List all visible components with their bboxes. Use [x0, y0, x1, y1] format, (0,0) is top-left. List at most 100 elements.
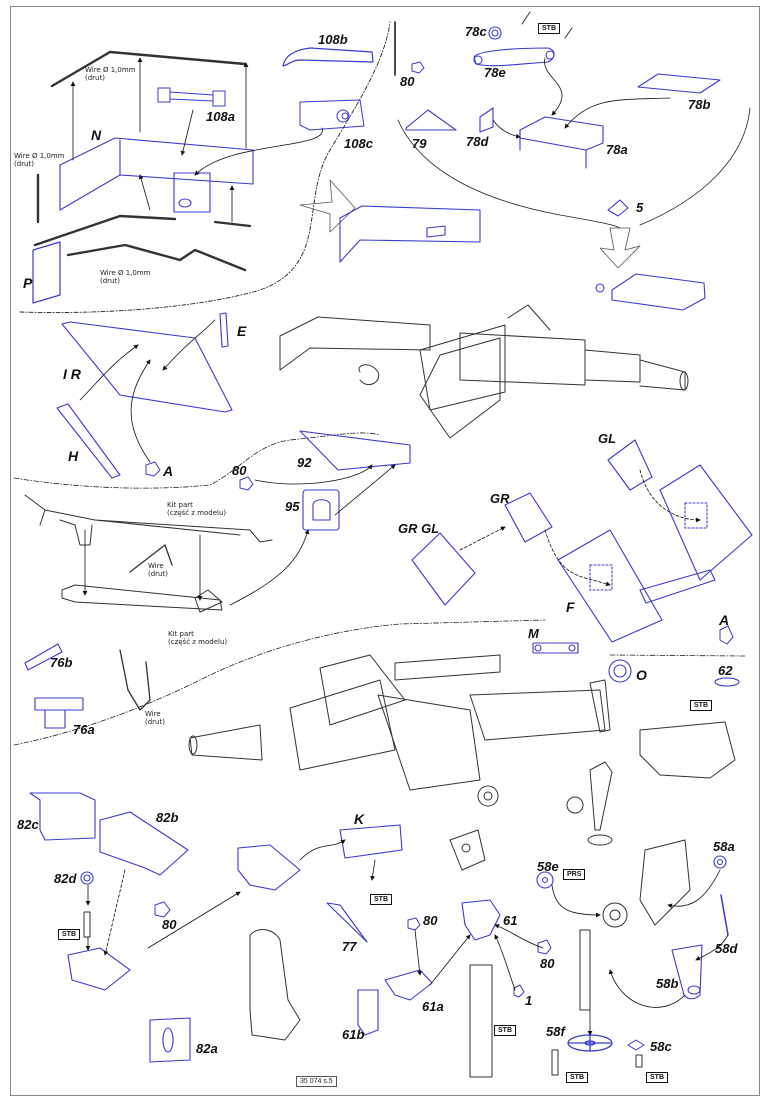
kit-part-note-a: Kit part(część z modelu) — [167, 501, 226, 517]
label-82c: 82c — [17, 817, 39, 832]
shield-subassembly — [339, 205, 481, 263]
part-58d-pin — [720, 894, 729, 936]
part-58a-washer — [713, 855, 727, 869]
ammo-basket — [639, 721, 736, 779]
wire-note-bottom: Wire Ø 1,0mm(drut) — [100, 269, 150, 285]
stb-tag-K: STB — [370, 894, 392, 905]
section-divider-top-left — [19, 21, 396, 313]
label-1: 1 — [525, 993, 533, 1008]
assembled-78-unit — [595, 273, 706, 311]
label-GRGL: GR GL — [398, 521, 440, 536]
wire-note-text: (drut) — [148, 570, 168, 579]
assembly-arrows-mg — [82, 529, 310, 606]
label-82d: 82d — [54, 871, 77, 886]
part-79-bracket — [405, 109, 457, 131]
label-80-r: 80 — [423, 913, 438, 928]
part-80-nut-top — [411, 61, 425, 74]
label-80-low: 80 — [162, 917, 177, 932]
part-1-nut — [513, 984, 525, 998]
wire-note-text: Wire — [145, 710, 161, 718]
label-58e: 58e — [537, 859, 559, 874]
wire-note-text: Wire — [148, 562, 164, 570]
part-O-washer — [608, 659, 632, 683]
label-108a: 108a — [206, 109, 235, 124]
kit-part-text: Kit part — [168, 630, 194, 638]
part-78b-plate — [637, 73, 721, 94]
elevation-shaft — [579, 929, 591, 1011]
label-A-left: A — [163, 463, 174, 479]
part-82b-plate — [99, 811, 189, 876]
part-82d-washer — [80, 871, 94, 885]
part-80-nut-mid — [239, 476, 254, 491]
part-58e-knob — [536, 871, 554, 889]
label-5: 5 — [636, 200, 644, 215]
kit-part-text: (część z modelu) — [167, 509, 227, 518]
traverse-handwheel-assembly — [566, 761, 613, 846]
part-80-nut-low — [154, 901, 171, 918]
label-82b: 82b — [156, 810, 179, 825]
part-82a-block — [149, 1017, 191, 1063]
part-M-bar — [532, 642, 579, 654]
label-K: K — [354, 811, 365, 827]
part-80-nut-r — [407, 917, 421, 931]
label-58c: 58c — [650, 1039, 672, 1054]
assembly-arrows-K — [299, 839, 544, 991]
wire-note-top: Wire Ø 1,0mm(drut) — [85, 66, 135, 82]
kit-part-text: (część z modelu) — [168, 638, 228, 647]
wire-note-text: (drut) — [145, 718, 165, 727]
part-78a-box — [519, 116, 604, 169]
wire-rod-bottom — [33, 214, 247, 272]
part-K-plate — [339, 824, 403, 859]
gun-cradle-upper — [279, 304, 689, 439]
label-GL-top: GL — [598, 431, 617, 446]
label-M: M — [528, 626, 539, 641]
part-61b-plate — [357, 989, 379, 1036]
part-108b — [282, 47, 374, 67]
label-O: O — [636, 667, 647, 683]
label-78e: 78e — [484, 65, 506, 80]
label-76b: 76b — [50, 655, 73, 670]
label-80-mid: 80 — [232, 463, 247, 478]
gun-cradle-tray — [61, 584, 223, 613]
part-80-nut-r2 — [537, 939, 552, 955]
label-IR: I R — [63, 366, 81, 382]
label-95: 95 — [285, 499, 300, 514]
label-78b: 78b — [688, 97, 711, 112]
page-code: 35 074 s.5 — [296, 1076, 337, 1087]
label-F: F — [566, 599, 575, 615]
big-arrow-right — [599, 227, 641, 269]
label-78c: 78c — [465, 24, 487, 39]
part-GR-block — [504, 492, 553, 543]
label-78d: 78d — [466, 134, 489, 149]
label-P: P — [23, 275, 33, 291]
stb-tag-58f: STB — [566, 1072, 588, 1083]
label-61a: 61a — [422, 999, 444, 1014]
part-GL-block — [607, 439, 653, 491]
pivot-mount — [449, 829, 486, 871]
part-61-bracket — [461, 899, 501, 941]
part-62-clip — [714, 677, 740, 687]
instruction-sheet — [10, 6, 760, 1096]
part-76a-bracket — [34, 697, 84, 729]
stb-tag-62: STB — [690, 700, 712, 711]
part-77-plate — [326, 902, 368, 943]
wire-rod-short — [213, 220, 252, 228]
part-61a-plate — [384, 969, 433, 1001]
wire-loop-a — [129, 544, 173, 573]
wire-note-text: (drut) — [100, 277, 120, 286]
assembly-arrows-top-left — [70, 57, 323, 223]
assembly-arrows-82 — [85, 869, 241, 956]
part-58f-handwheel — [567, 1034, 613, 1052]
label-N: N — [91, 127, 102, 143]
label-76a: 76a — [73, 722, 95, 737]
kit-part-note-b: Kit part(część z modelu) — [168, 630, 227, 646]
wire-note-text: (drut) — [14, 160, 34, 169]
wire-note-text: Wire Ø 1,0mm — [100, 269, 151, 277]
small-pins — [551, 1049, 643, 1076]
part-78e-arm — [473, 47, 555, 67]
part-E-strip — [219, 312, 229, 348]
elevation-arm — [602, 839, 691, 928]
big-arrow-center — [299, 179, 356, 233]
wire-note-left: Wire Ø 1,0mm(drut) — [14, 152, 64, 168]
part-P-plate — [32, 241, 61, 304]
